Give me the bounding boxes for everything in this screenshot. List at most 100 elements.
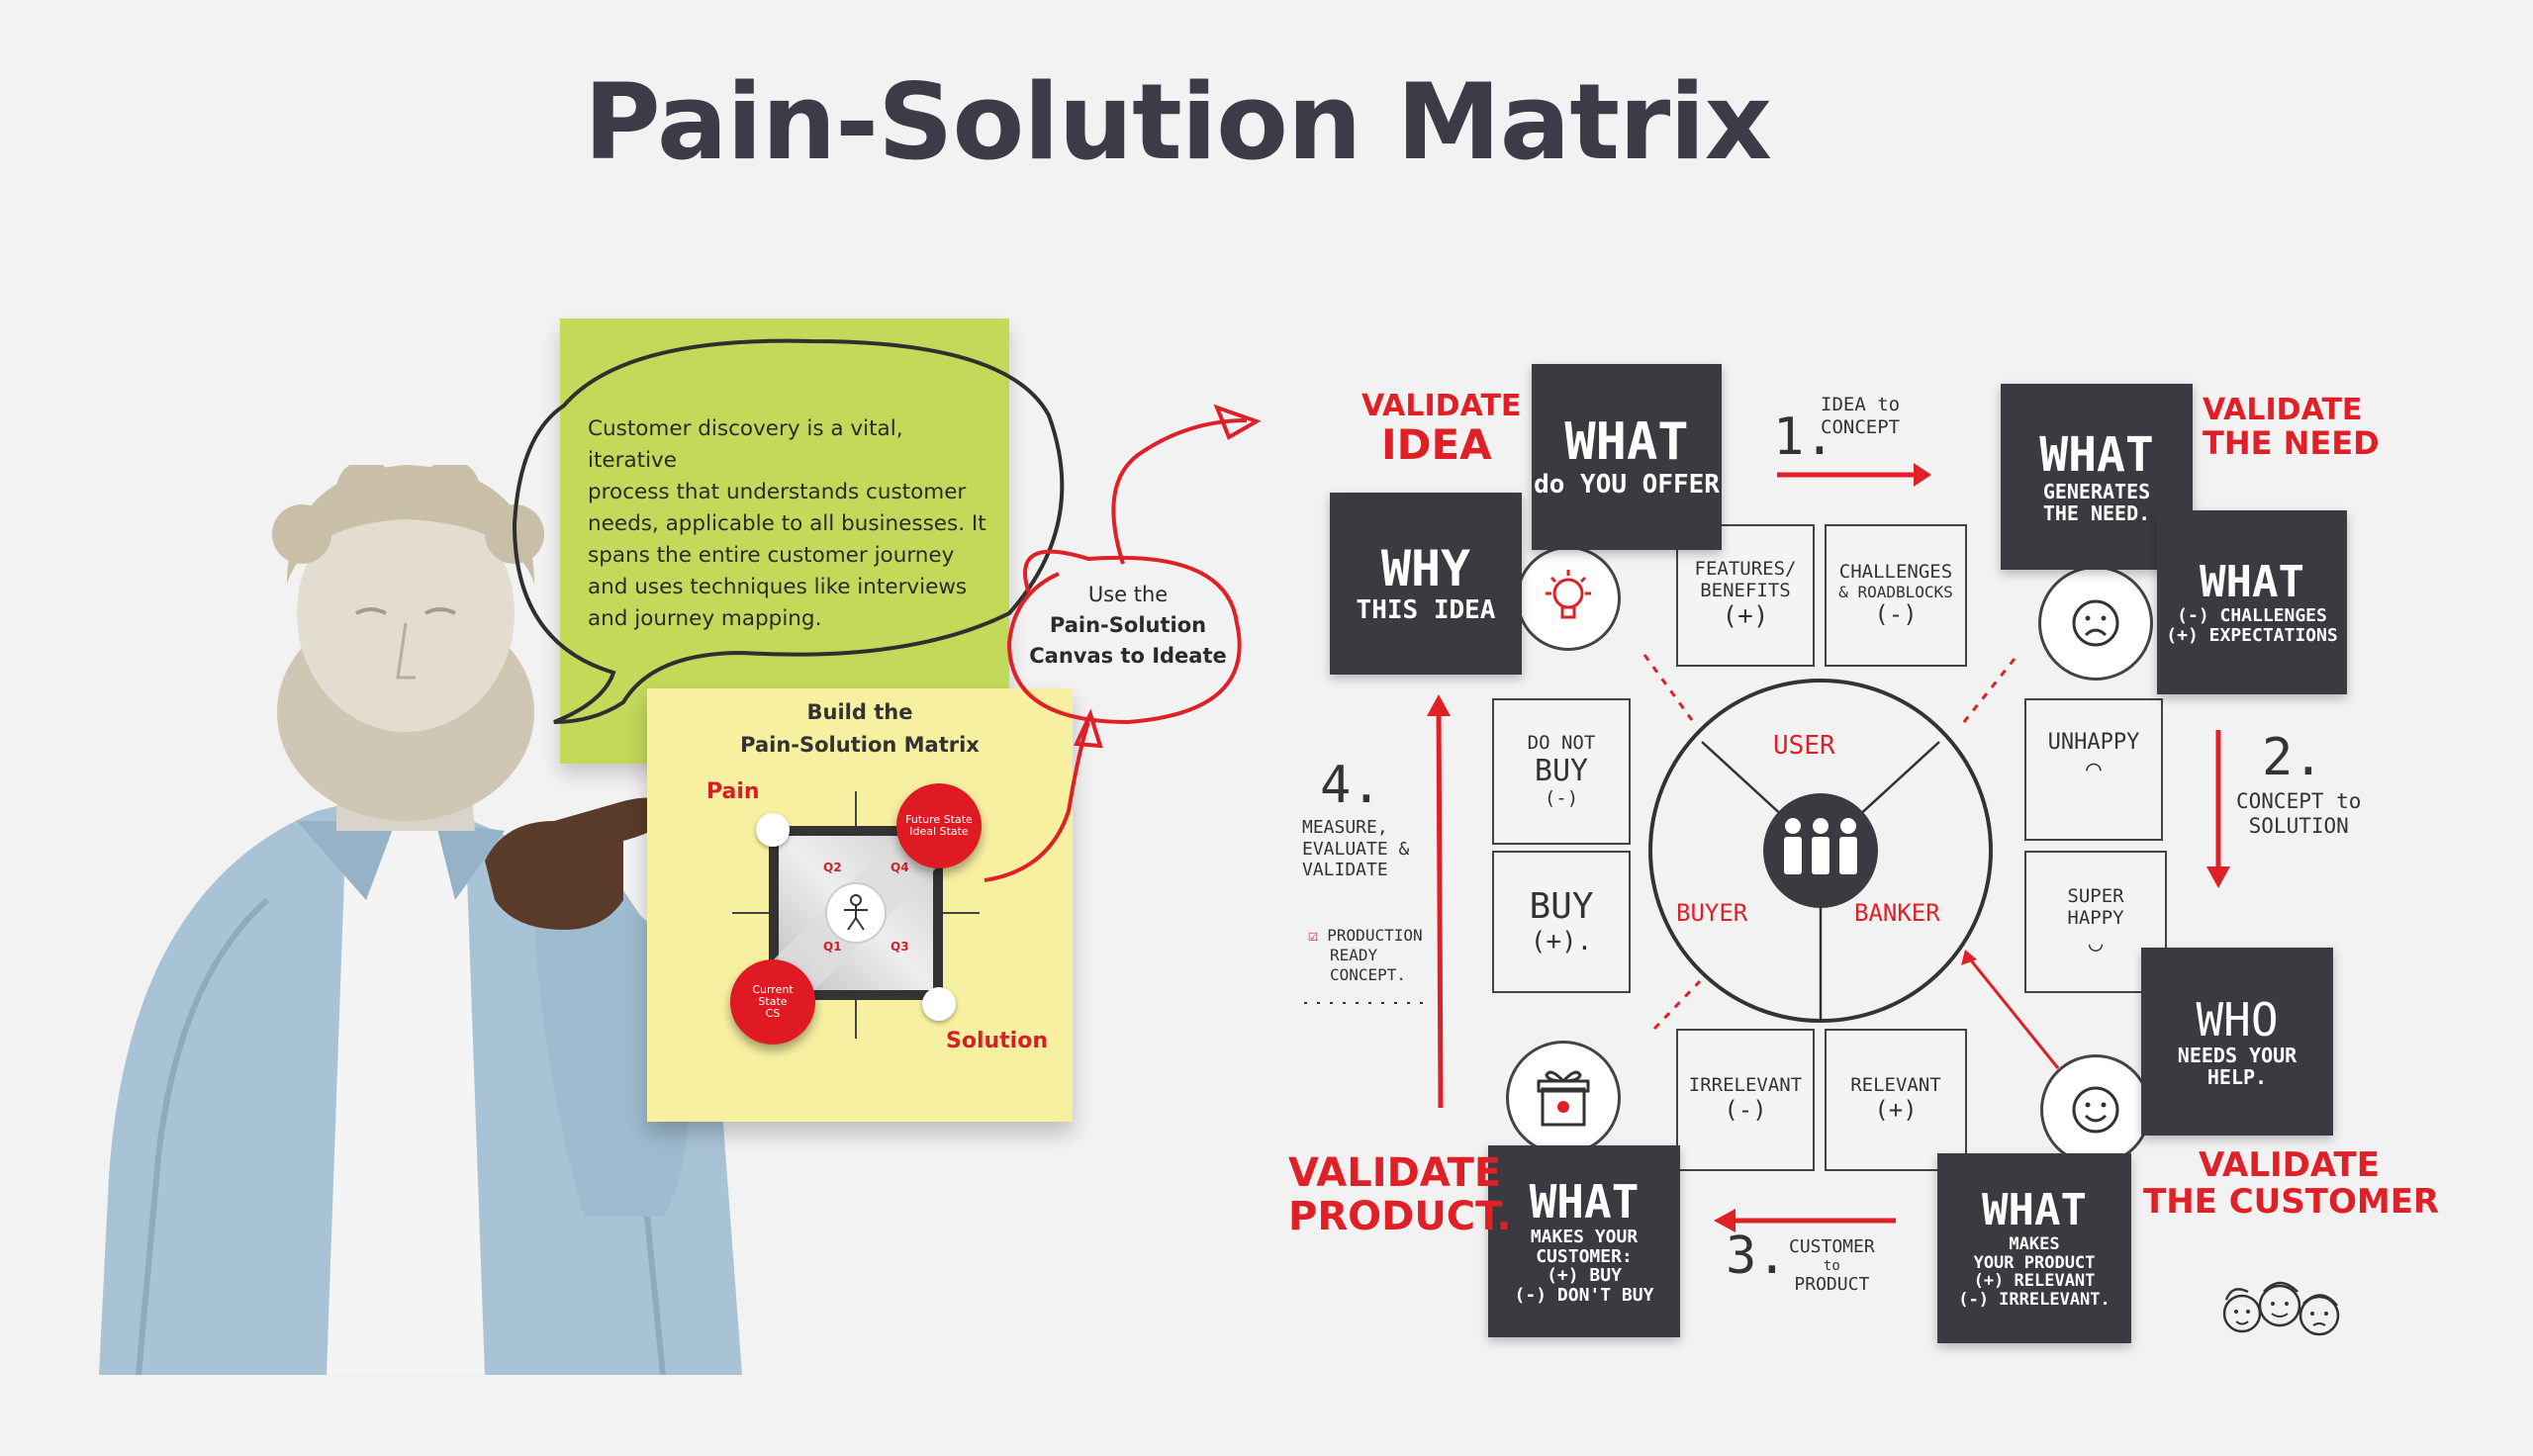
card-line: NEEDS YOUR (2177, 1044, 2298, 1068)
card-line: WHY (1380, 540, 1471, 598)
canvas-arrows (1304, 463, 2230, 1232)
card-line: WHO (2196, 992, 2279, 1046)
card-line: (-) DON'T BUY (1514, 1285, 1654, 1307)
irrelevant-box: IRRELEVANT(-) (1676, 1029, 1815, 1171)
step-line: IDEA to (1821, 394, 1901, 415)
card-line: THE NEED. (2042, 501, 2151, 526)
card-line: WHAT (1982, 1185, 2087, 1236)
card-line: (-) IRRELEVANT. (1958, 1289, 2111, 1310)
box-line: HAPPY (2067, 907, 2124, 930)
presenter-illustration (99, 465, 742, 1375)
card-line: (+) EXPECTATIONS (2166, 625, 2338, 647)
box-line: (+) (1874, 1096, 1918, 1125)
label-line: IDEA (1381, 420, 1492, 469)
q1-label: Q1 (823, 940, 842, 954)
text-line: needs, applicable to all businesses. It (588, 511, 986, 536)
card-line: WHAT (2039, 426, 2154, 483)
validate-customer-label: VALIDATE THE CUSTOMER (2143, 1146, 2440, 1223)
box-line: (-) (1874, 600, 1918, 629)
banker-label: BANKER (1854, 899, 1940, 927)
card-line: WHAT (1564, 412, 1689, 473)
card-line: CUSTOMER: (1536, 1245, 1633, 1267)
step-line: CUSTOMER (1789, 1236, 1875, 1257)
what-makes-customer-card: WHAT MAKES YOUR CUSTOMER: (+) BUY (-) DO… (1488, 1145, 1680, 1337)
card-line: MAKES YOUR (1530, 1226, 1639, 1247)
step-1-number: 1. (1773, 408, 1835, 467)
matrix-grid (732, 791, 980, 1039)
card-line: WHAT (2200, 557, 2304, 607)
pain-corner-dot (756, 813, 790, 847)
what-challenges-card: WHAT (-) CHALLENGES (+) EXPECTATIONS (2157, 510, 2347, 694)
step-line: CONCEPT. (1330, 965, 1407, 984)
who-needs-help-card: WHO NEEDS YOUR HELP. (2141, 948, 2333, 1136)
text-line: and uses techniques like interviews (588, 575, 968, 599)
sad-face-icon (2038, 566, 2153, 681)
validate-idea-label: VALIDATE IDEA (1361, 390, 1521, 468)
note-line: Canvas to Ideate (1029, 644, 1227, 668)
box-line: FEATURES/ (1694, 558, 1797, 581)
title-line: Pain-Solution Matrix (740, 733, 980, 757)
box-line: (+) (1722, 600, 1769, 631)
card-line: YOUR PRODUCT (1973, 1252, 2096, 1273)
step-3-number: 3. (1726, 1227, 1788, 1286)
card-line: MAKES (2009, 1233, 2060, 1254)
step-line: VALIDATE (1302, 860, 1388, 881)
build-matrix-title: Build the Pain-Solution Matrix (647, 696, 1073, 762)
note-line: Pain-Solution (1049, 613, 1207, 637)
box-line: & ROADBLOCKS (1838, 582, 1953, 601)
step-line: EVALUATE & (1302, 838, 1410, 860)
card-line: HELP. (2206, 1065, 2268, 1090)
box-line: RELEVANT (1850, 1074, 1941, 1097)
buyer-label: BUYER (1676, 899, 1748, 927)
text-line: Customer discovery is a vital, iterative (588, 416, 903, 473)
dot-text: State (758, 995, 788, 1008)
user-circle-diagram (1648, 679, 1993, 1023)
step-2-number: 2. (2262, 728, 2324, 787)
buy-box: BUY(+). (1492, 851, 1631, 993)
step-line: PRODUCT (1794, 1274, 1870, 1296)
card-line: WHAT (1529, 1175, 1640, 1229)
card-line: GENERATES (2042, 480, 2151, 504)
label-line: THE CUSTOMER (2143, 1182, 2440, 1223)
card-line: (+) BUY (1547, 1265, 1622, 1287)
box-line: SUPER (2067, 885, 2124, 908)
label-line: PRODUCT. (1288, 1194, 1512, 1239)
box-line: IRRELEVANT (1688, 1074, 1803, 1097)
customer-discovery-text: Customer discovery is a vital, iterative… (588, 413, 993, 635)
why-this-idea-card: WHY THIS IDEA (1330, 493, 1522, 675)
dot-text: Future State (905, 813, 973, 826)
what-makes-product-card: WHAT MAKES YOUR PRODUCT (+) RELEVANT (-)… (1937, 1153, 2131, 1343)
label-line: VALIDATE (1361, 389, 1522, 423)
box-line: DO NOT (1527, 731, 1596, 754)
solution-corner-dot (922, 987, 956, 1021)
step-line: SOLUTION (2248, 814, 2349, 839)
card-line: (+) RELEVANT (1973, 1271, 2096, 1292)
card-line: do YOU OFFER (1534, 470, 1720, 500)
box-line: CHALLENGES (1838, 561, 1953, 584)
box-line: BENEFITS (1700, 580, 1791, 602)
note-line: Use the (1087, 583, 1169, 606)
box-line: UNHAPPY (2047, 730, 2140, 755)
title-line: Build the (806, 700, 913, 724)
q2-label: Q2 (823, 861, 842, 874)
step-4-number: 4. (1320, 756, 1382, 815)
what-you-offer-card: WHAT do YOU OFFER (1532, 364, 1722, 550)
canvas-ideate-note: Use the Pain-Solution Canvas to Ideate (1007, 580, 1249, 672)
label-line: VALIDATE (1288, 1150, 1502, 1196)
card-line: (-) CHALLENGES (2177, 605, 2327, 627)
label-line: THE NEED (2203, 424, 2380, 462)
relevant-box: RELEVANT(+) (1825, 1029, 1967, 1171)
step-4-text: MEASURE,EVALUATE &VALIDATE (1302, 817, 1409, 881)
validate-need-label: VALIDATE THE NEED (2203, 394, 2380, 461)
box-line: (-) (1544, 787, 1579, 810)
happy-face-icon (2040, 1054, 2151, 1165)
step-line: READY (1330, 946, 1378, 964)
q4-label: Q4 (891, 861, 909, 874)
box-line: BUY (1534, 753, 1589, 788)
